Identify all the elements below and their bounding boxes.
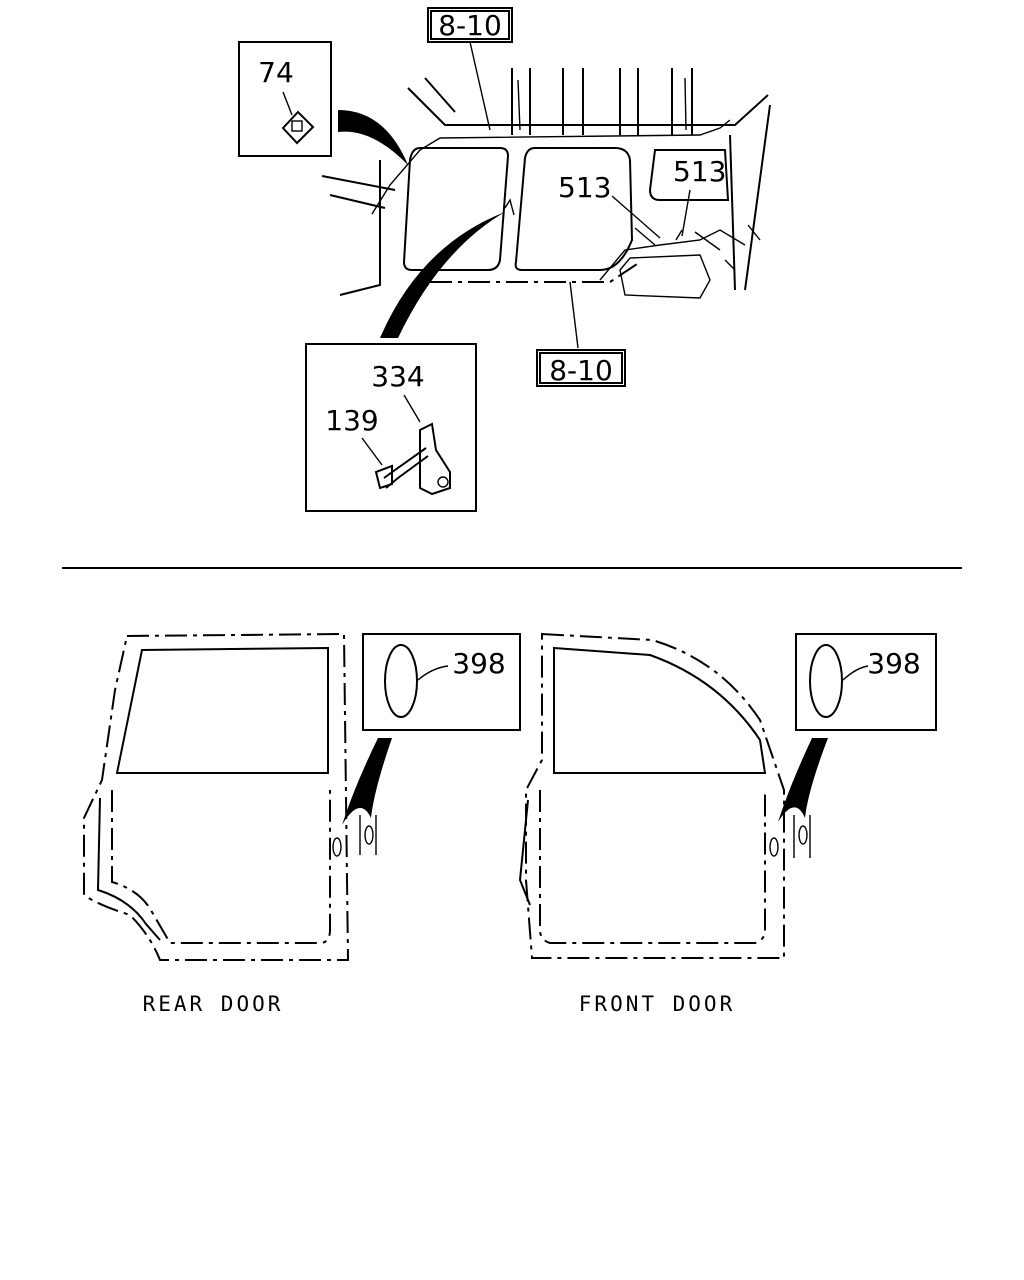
callout-74: 74 xyxy=(258,56,294,89)
detail-box-clip: 74 xyxy=(238,41,332,157)
bolt-icon xyxy=(374,447,429,490)
caption-front-door: FRONT DOOR xyxy=(579,992,735,1016)
plug-icon xyxy=(809,644,843,718)
detail-box-plug-rear: 398 xyxy=(362,633,521,731)
detail-box-bracket: 334 139 xyxy=(305,343,477,512)
clip-icon xyxy=(281,110,315,145)
callout-398-rear: 398 xyxy=(452,647,505,680)
callout-513-right: 513 xyxy=(673,155,726,188)
callout-334: 334 xyxy=(371,360,424,393)
callout-139: 139 xyxy=(325,404,378,437)
ref-label-bottom: 8-10 xyxy=(549,354,613,387)
callout-398-front: 398 xyxy=(867,647,920,680)
ref-box-bottom: 8-10 xyxy=(536,349,626,387)
caption-rear-door: REAR DOOR xyxy=(143,992,284,1016)
front-door-view xyxy=(518,632,828,959)
ref-box-top: 8-10 xyxy=(427,7,513,43)
rear-door-view xyxy=(83,632,392,961)
plug-icon xyxy=(384,644,418,718)
ref-label-top: 8-10 xyxy=(438,9,502,42)
detail-box-plug-front: 398 xyxy=(795,633,937,731)
body-harness-view xyxy=(321,41,771,349)
callout-513-left: 513 xyxy=(558,171,611,204)
bracket-icon xyxy=(419,422,451,496)
